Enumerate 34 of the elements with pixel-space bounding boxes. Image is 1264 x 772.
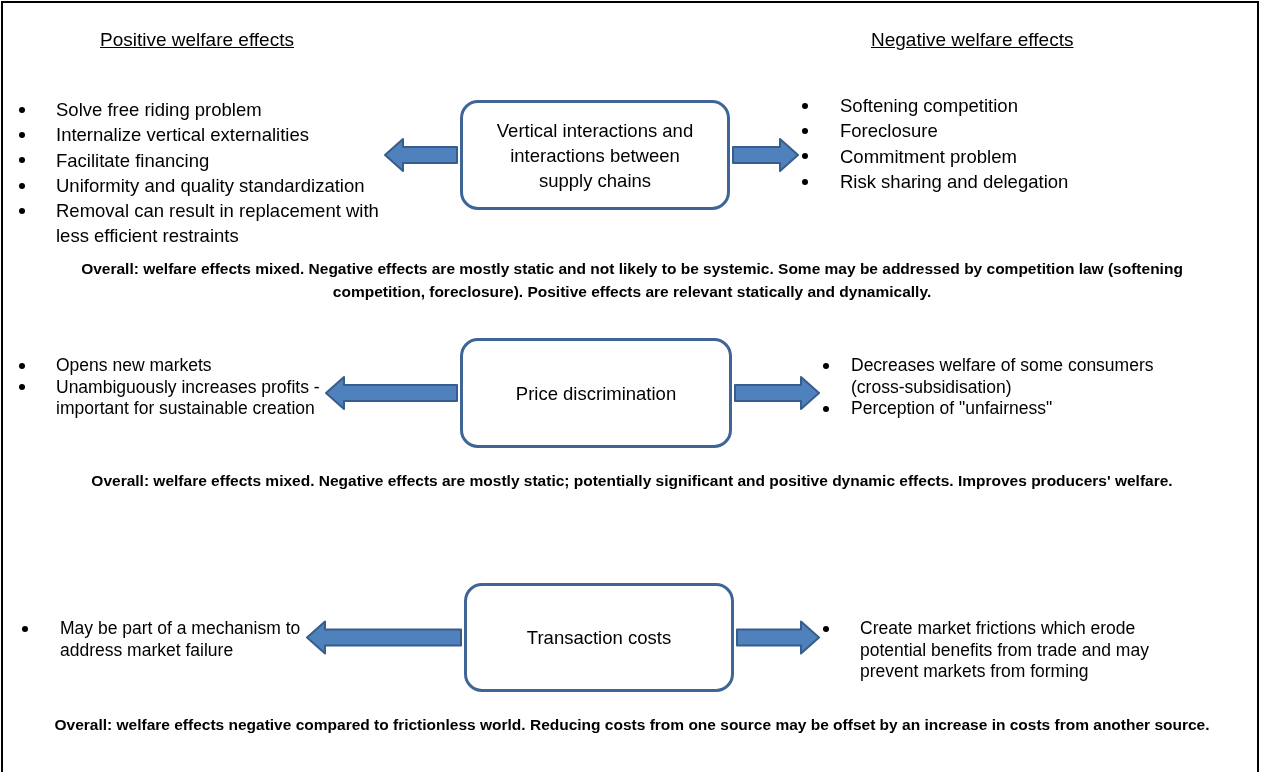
- block-arrow: [384, 138, 458, 172]
- bullet-item: Decreases welfare of some consumers (cross-subsidisation): [851, 355, 1155, 398]
- bullet-item: Unambiguously increases profits - important for sustainable creation: [56, 376, 321, 420]
- heading: Positive welfare effects: [100, 29, 294, 51]
- bullet-item: Commitment problem: [840, 144, 1018, 169]
- bullet-item: Opens new markets: [56, 355, 213, 377]
- box-text: Vertical interactions and interactions between supply chains: [495, 118, 695, 193]
- bullet-item: Softening competition: [840, 94, 1019, 118]
- topic-box: [460, 100, 730, 210]
- bullet-item: Risk sharing and delegation: [840, 169, 1070, 194]
- effects-list: [823, 355, 1156, 420]
- box-text: Transaction costs: [526, 626, 672, 650]
- block-arrow: [306, 620, 462, 655]
- bullet-item: Removal can result in replacement with less efficient restraints: [56, 199, 380, 249]
- bullet-item: May be part of a mechanism to address market failure: [60, 618, 302, 661]
- bullet-item: Solve free riding problem: [56, 98, 263, 122]
- bullet-item: Uniformity and quality standardization: [56, 173, 366, 198]
- box-text: Price discrimination: [515, 381, 677, 406]
- topic-box: [460, 338, 732, 448]
- bullet-item: Internalize vertical externalities: [56, 123, 310, 148]
- bullet-item: Foreclosure: [840, 119, 939, 144]
- heading: Negative welfare effects: [871, 29, 1074, 51]
- topic-box: [464, 583, 734, 692]
- block-arrow: [734, 376, 820, 410]
- summary-text: Overall: welfare effects negative compared to frictionless world. Reducing costs from one source may be offset by an increase in costs from another source.: [53, 715, 1211, 735]
- effects-list: [19, 355, 322, 420]
- block-arrow: [732, 138, 799, 172]
- bullet-item: Facilitate financing: [56, 148, 211, 173]
- block-arrow: [325, 376, 458, 410]
- summary-text: Overall: welfare effects mixed. Negative effects are mostly static; potentially significant and positive dynamic effects. Improves producers' welfare.: [90, 471, 1174, 491]
- bullet-item: Create market frictions which erode potential benefits from trade and may prevent markets from forming: [860, 618, 1150, 683]
- summary-text: Overall: welfare effects mixed. Negative effects are mostly static and not likely to be systemic. Some may be addressed by competition law (softening competition, foreclosure). Positive effects are relevant statically and dynamically.: [80, 259, 1184, 302]
- block-arrow: [736, 620, 820, 655]
- bullet-item: Perception of "unfairness": [851, 398, 1054, 420]
